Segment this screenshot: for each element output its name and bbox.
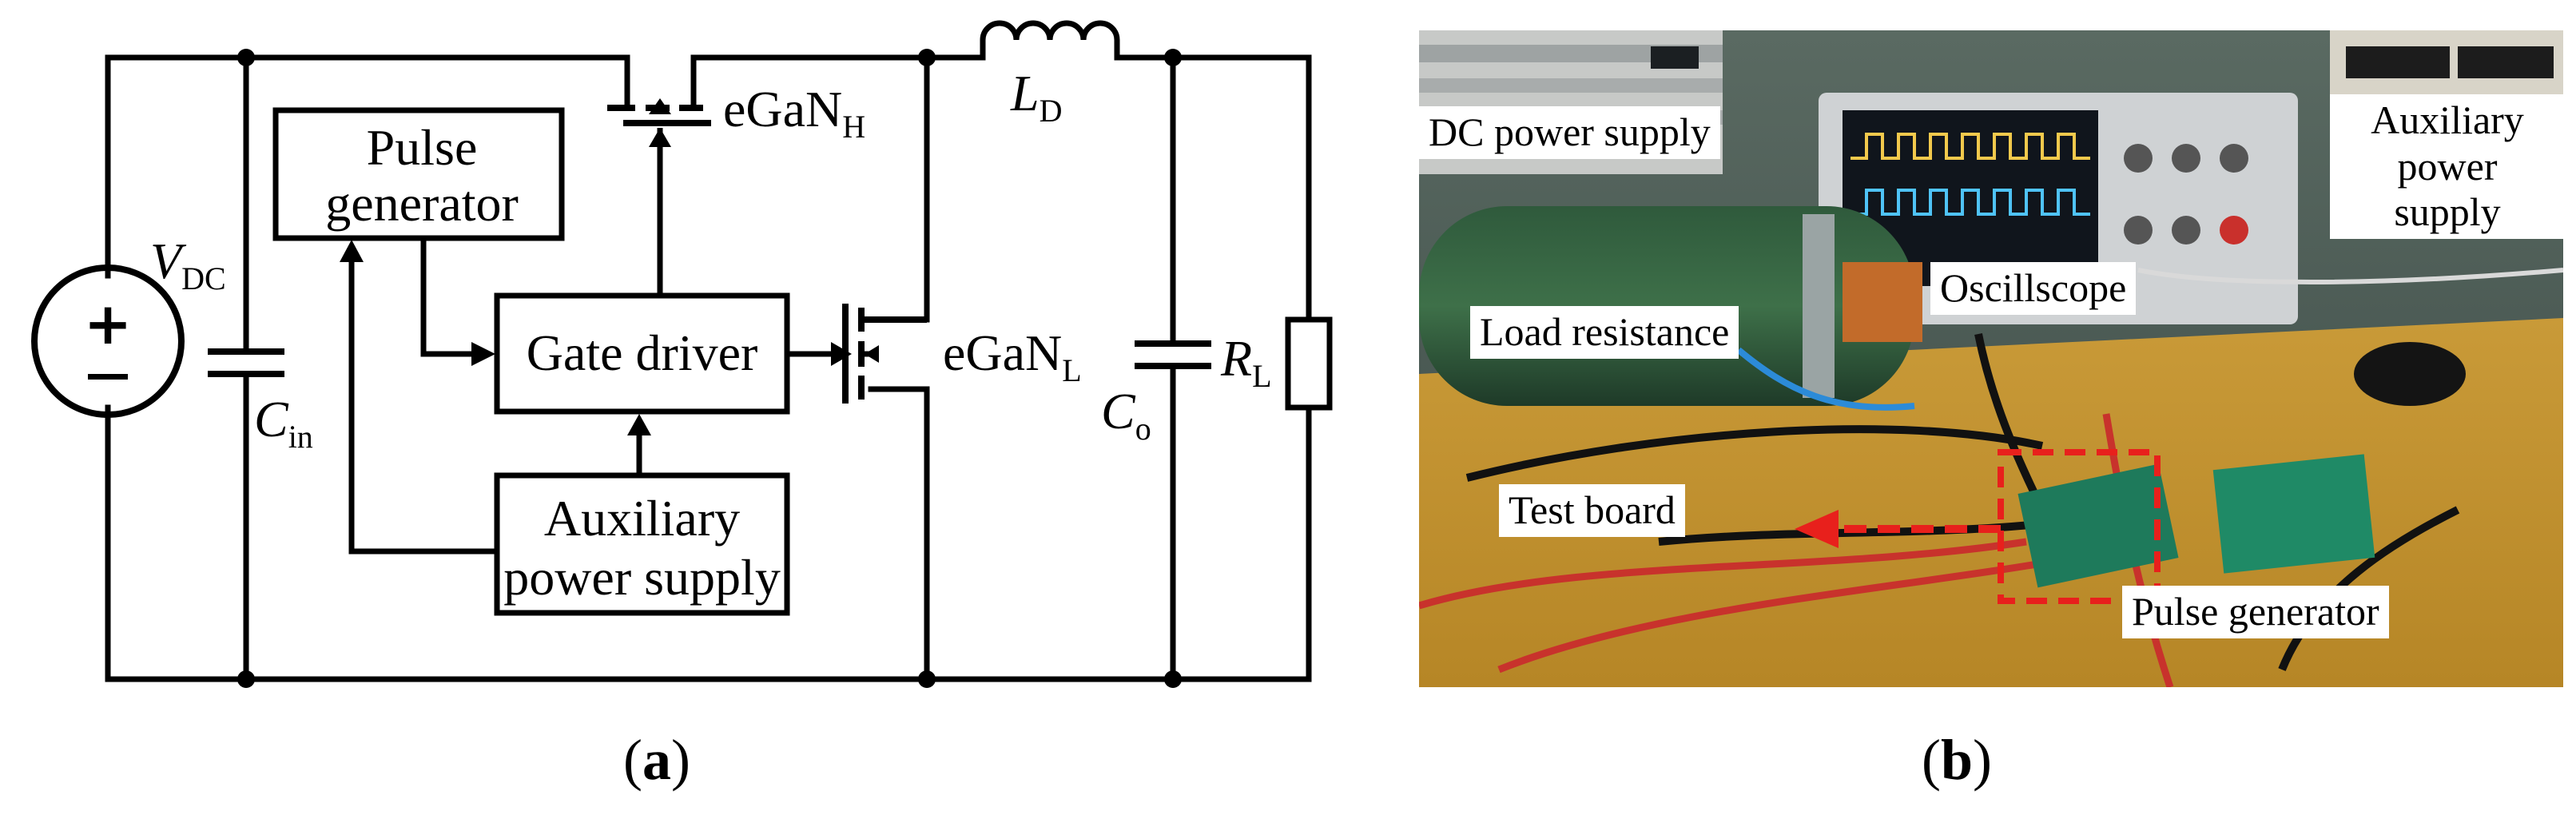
output-capacitor-icon	[1135, 340, 1211, 369]
caption-a-open: (	[623, 728, 642, 792]
oscilloscope-label: Oscillscope	[1930, 262, 2137, 315]
input-capacitor-icon	[208, 348, 284, 377]
junction-dot	[237, 49, 255, 66]
aux-line-2: power supply	[503, 548, 781, 606]
cin-symbol: C	[254, 391, 288, 447]
pulse-generator-device	[2212, 454, 2375, 574]
egan-l-source	[868, 386, 930, 682]
egan-l-symbol: eGaN	[943, 324, 1063, 381]
inductor-icon	[980, 20, 1120, 58]
junction-dots	[237, 49, 1182, 688]
mouse-device	[2354, 342, 2466, 406]
aux-to-driver-arrow-icon	[627, 414, 651, 435]
junction-dot	[1164, 670, 1182, 688]
inductor-symbol: L	[1011, 65, 1040, 121]
aux-photo-line-1: Auxiliary power	[2371, 97, 2524, 189]
rl-symbol: R	[1221, 330, 1253, 387]
egan-h-subscript: H	[842, 108, 866, 145]
junction-dot	[1164, 49, 1182, 66]
auxiliary-power-supply-photo-label: Auxiliary power supply	[2330, 94, 2563, 239]
plus-icon: +	[84, 290, 132, 357]
caption-a-letter: a	[642, 728, 671, 792]
co-label: Co	[1101, 382, 1151, 447]
caption-a: (a)	[623, 727, 690, 793]
aux-to-pulse-arrow-icon	[340, 240, 364, 262]
caption-a-close: )	[670, 728, 690, 792]
dc-power-supply-label: DC power supply	[1419, 106, 1720, 159]
bottom-rail	[105, 388, 1312, 682]
auxiliary-power-supply-block	[494, 472, 790, 616]
caption-b-letter: b	[1940, 728, 1974, 792]
cin-label: Cin	[254, 390, 313, 455]
pulse-generator-line-2: generator	[325, 175, 519, 233]
pulse-generator-photo-label: Pulse generator	[2122, 586, 2389, 638]
egan-l-arrow-icon	[831, 342, 852, 366]
pulse-generator-line-1: Pulse	[366, 119, 478, 176]
test-board-device	[2017, 463, 2179, 588]
vdc-label: VDC	[150, 232, 226, 297]
minus-icon	[88, 374, 128, 380]
vdc-symbol: V	[150, 233, 182, 289]
load-resistor-icon	[1285, 316, 1333, 411]
rl-subscript: L	[1252, 357, 1272, 394]
co-symbol: C	[1101, 383, 1135, 439]
circuit-diagram: +	[31, 20, 1333, 688]
junction-dot	[237, 670, 255, 688]
caption-b: (b)	[1922, 727, 1992, 793]
egan-l-label: eGaNL	[943, 324, 1082, 389]
caption-b-close: )	[1973, 728, 1993, 792]
pulse-generator-block	[272, 107, 565, 241]
load-resistance-label: Load resistance	[1470, 306, 1739, 359]
egan-h-symbol: eGaN	[723, 81, 843, 137]
photo-illustration	[1419, 30, 2563, 687]
junction-dot	[918, 670, 936, 688]
auxiliary-power-supply-label: Auxiliary power supply	[497, 489, 787, 606]
test-board-highlight-box	[1998, 449, 2161, 604]
caption-b-open: (	[1922, 728, 1941, 792]
aux-line-1: Auxiliary	[543, 490, 741, 547]
egan-h-label: eGaNH	[723, 80, 865, 145]
pulse-generator-label: Pulse generator	[302, 119, 542, 233]
co-subscript: o	[1135, 410, 1151, 447]
vdc-subscript: DC	[181, 260, 226, 296]
test-setup-photo: DC power supply Auxiliary power supply O…	[1419, 30, 2563, 687]
gate-driver-label: Gate driver	[526, 324, 758, 381]
test-board-arrow-icon	[1795, 510, 1839, 548]
egan-h-arrow-icon	[649, 98, 671, 114]
top-rail-output	[1114, 54, 1312, 323]
voltage-source-icon	[31, 264, 185, 418]
gate-driver-block	[494, 292, 790, 415]
inductor-subscript: D	[1039, 92, 1063, 129]
rl-label: RL	[1221, 329, 1272, 395]
test-board-label: Test board	[1499, 484, 1685, 537]
aux-photo-line-2: supply	[2394, 189, 2501, 234]
inductor-label: LD	[1011, 64, 1062, 129]
pulse-to-driver-arrow-icon	[471, 342, 495, 366]
egan-l-subscript: L	[1062, 352, 1082, 388]
junction-dot	[918, 49, 936, 66]
cin-subscript: in	[288, 418, 313, 455]
